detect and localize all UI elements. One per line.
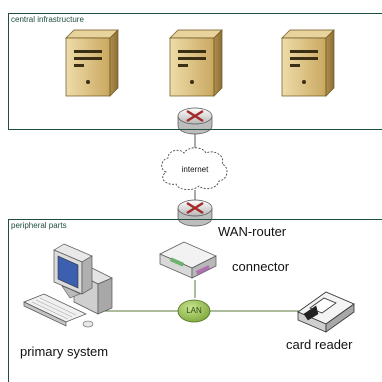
card-reader-label: card reader xyxy=(286,337,353,352)
central-infrastructure-label: central infrastructure xyxy=(11,15,84,24)
peripheral-parts-zone xyxy=(8,219,382,382)
peripheral-parts-label: peripheral parts xyxy=(11,221,67,230)
modem-icon xyxy=(159,241,217,279)
internet-label: internet xyxy=(181,165,209,174)
wan-router-label: WAN-router xyxy=(218,224,287,239)
connection-lines xyxy=(100,130,300,312)
primary-system-label: primary system xyxy=(20,344,109,359)
card-reader-icon xyxy=(297,291,355,333)
server-icon xyxy=(65,29,119,97)
server-icon xyxy=(169,29,223,97)
central-infrastructure-zone xyxy=(8,13,382,130)
router-icon xyxy=(177,199,213,227)
connector-label: connector xyxy=(232,259,290,274)
server-icon xyxy=(281,29,335,97)
lan-hub-icon xyxy=(177,299,211,323)
desktop-computer-icon xyxy=(23,243,113,328)
lan-label: LAN xyxy=(186,306,202,315)
cloud-icon xyxy=(161,147,228,190)
